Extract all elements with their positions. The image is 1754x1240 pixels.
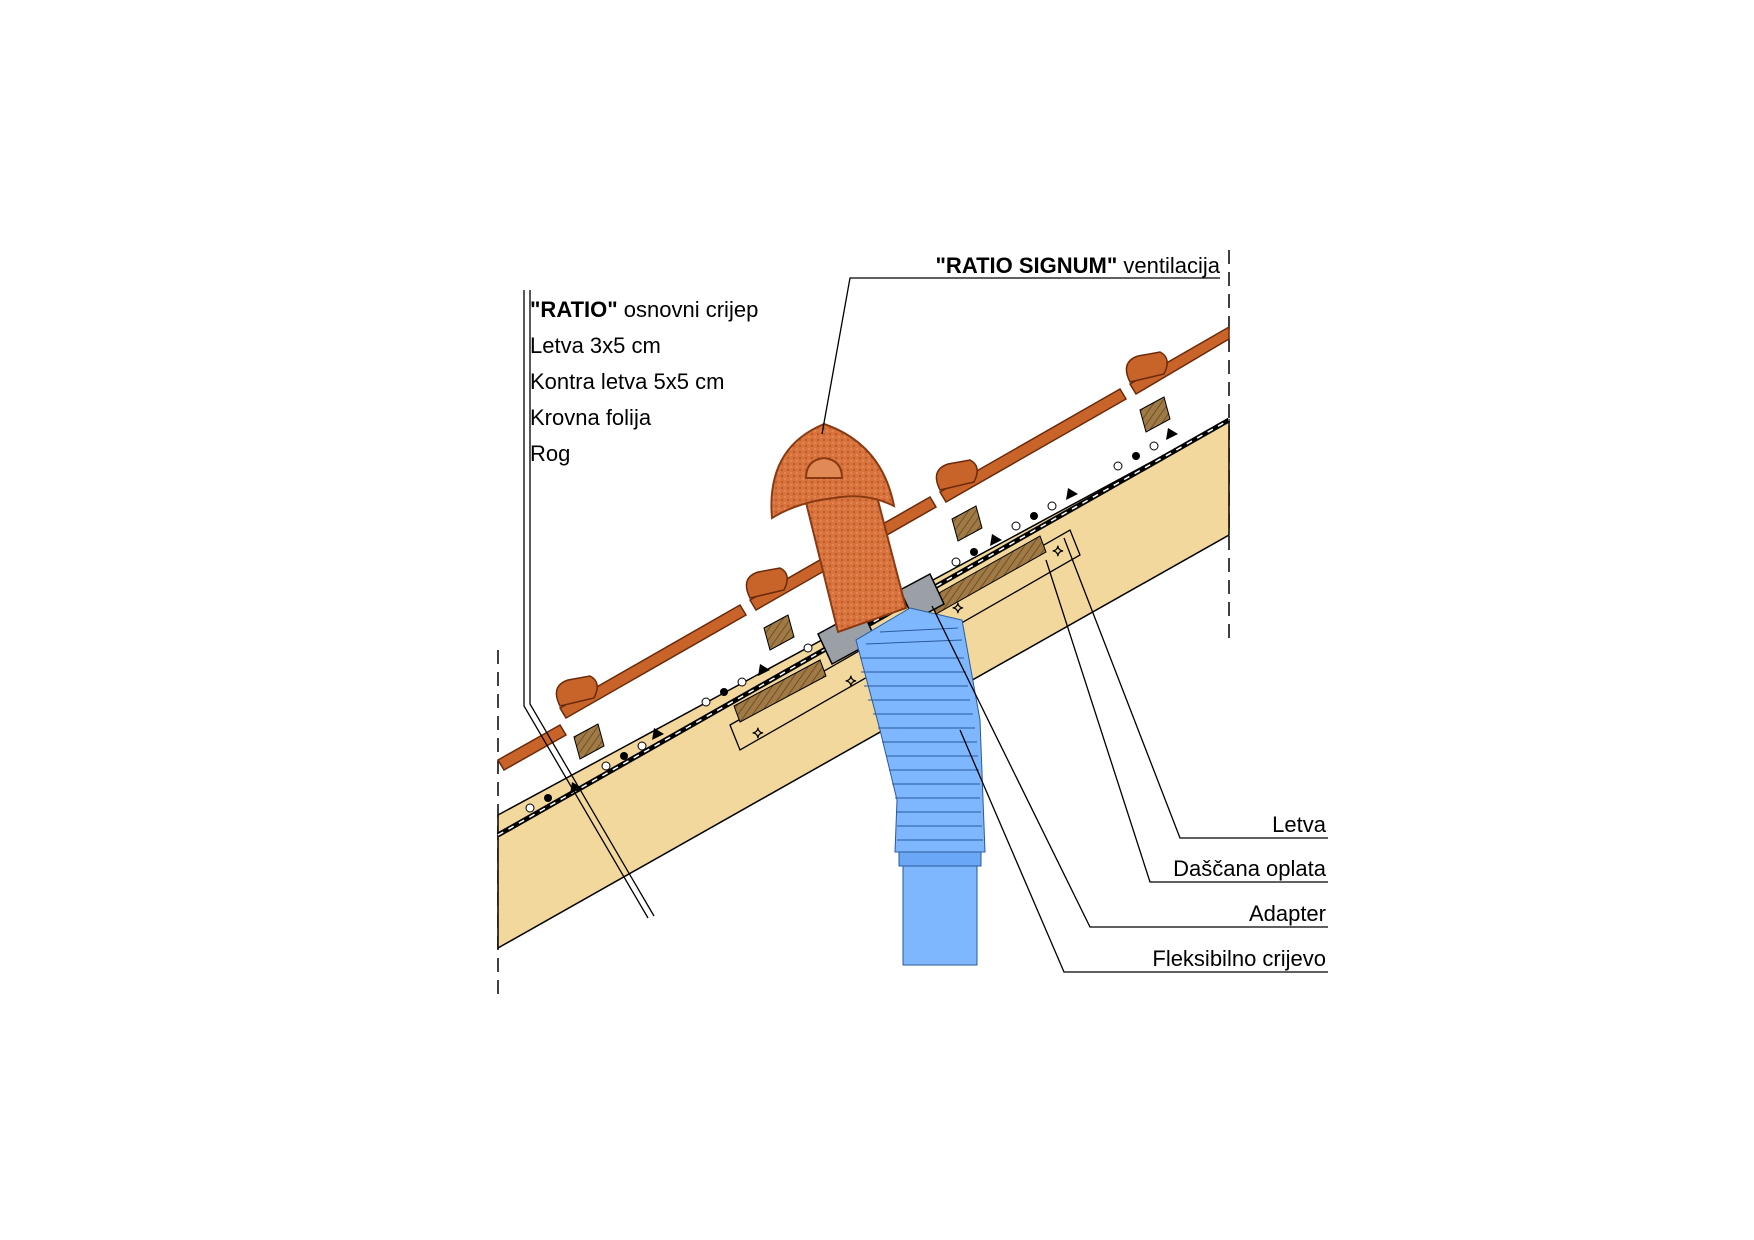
svg-text:✦: ✦	[845, 673, 857, 689]
flexible-hose	[855, 607, 986, 966]
ventilation-markers	[525, 428, 1178, 813]
product-label: "RATIO SIGNUM" ventilacija	[936, 253, 1221, 278]
battens	[573, 396, 1171, 760]
svg-text:✦: ✦	[752, 725, 764, 741]
leader-lines	[523, 277, 1328, 973]
layer-label-tile-rest: osnovni crijep	[618, 297, 759, 322]
callout-flexible-hose: Fleksibilno crijevo	[1152, 946, 1326, 971]
layer-label-rafter: Rog	[530, 441, 570, 466]
product-label-rest: ventilacija	[1117, 253, 1220, 278]
product-label-bold: "RATIO SIGNUM"	[936, 253, 1118, 278]
layer-label-membrane: Krovna folija	[530, 405, 652, 430]
callout-adapter: Adapter	[1249, 901, 1326, 926]
layer-label-batten: Letva 3x5 cm	[530, 333, 661, 358]
callout-board-sheathing: Daščana oplata	[1173, 856, 1327, 881]
layer-label-tile-bold: "RATIO"	[530, 297, 618, 322]
svg-text:✦: ✦	[1052, 543, 1064, 559]
layer-label-counter-batten: Kontra letva 5x5 cm	[530, 369, 724, 394]
vent-cap	[770, 422, 908, 634]
callout-batten: Letva	[1272, 812, 1327, 837]
layer-label-tile: "RATIO" osnovni crijep	[530, 297, 758, 322]
